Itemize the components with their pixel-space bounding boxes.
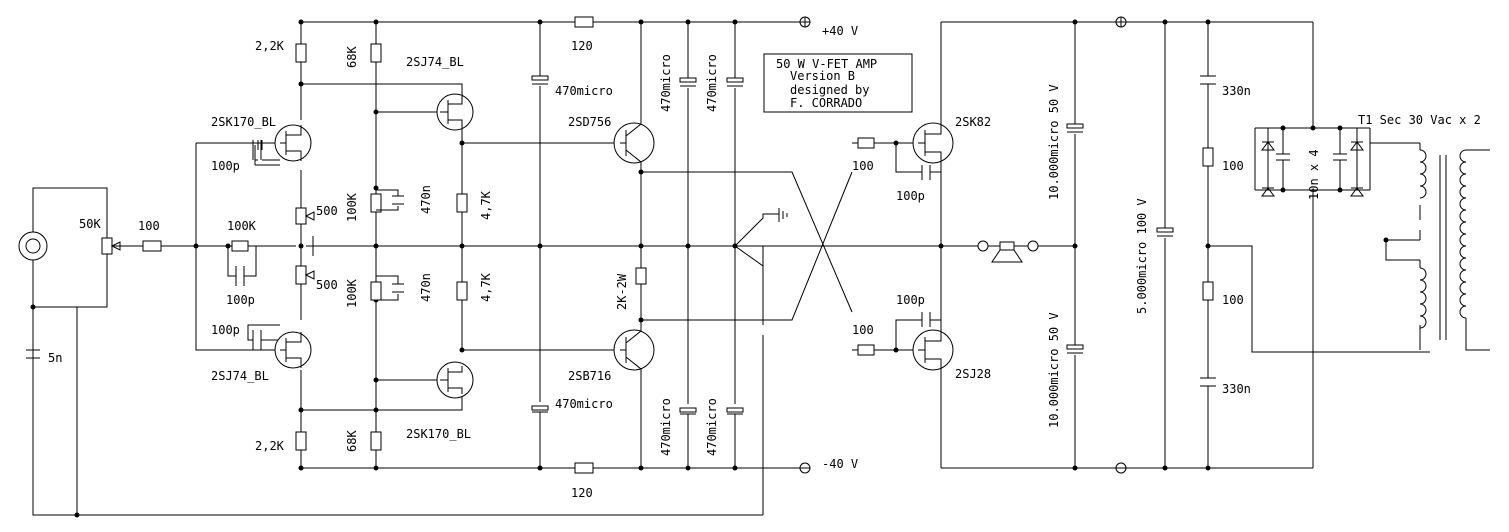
label-r-100-gate-bot: 100 [852, 323, 874, 337]
label-q-2sb716: 2SB716 [568, 369, 611, 383]
resistor-120-top [574, 16, 594, 28]
label-pot-50k: 50K [79, 217, 101, 231]
label-c-330n-top: 330n [1222, 84, 1251, 98]
label-c-10n: 10n x 4 [1307, 149, 1321, 200]
labels: 2,2K 2,2K 68K 68K 2SJ74_BL 2SK170_BL 2SJ… [48, 24, 1481, 500]
label-r-100k-bot: 100K [345, 278, 359, 308]
pot-500-top [295, 207, 307, 225]
resistor-2k2-bot [295, 431, 307, 451]
jfet-2sj74-left [274, 331, 312, 369]
label-c-470u-d: 470micro [705, 54, 719, 112]
mosfet-2sj28 [912, 329, 954, 371]
label-r-100-in: 100 [138, 219, 160, 233]
label-q-2sk170-left: 2SK170_BL [211, 115, 276, 129]
resistor-100-psu-top [1202, 147, 1214, 167]
resistor-100k-feedback [231, 240, 249, 252]
pot-50k [101, 237, 113, 255]
label-r-68k-top: 68K [345, 46, 359, 68]
resistor-68k-bot [370, 431, 382, 451]
title-line-3: designed by [790, 83, 869, 97]
label-r-100k-top: 100K [345, 192, 359, 222]
label-q-2sk82: 2SK82 [955, 115, 991, 129]
label-c-470u-a: 470micro [555, 84, 613, 98]
label-c-330n-bot: 330n [1222, 382, 1251, 396]
label-r-4k7-top: 4,7K [479, 190, 493, 220]
title-box [763, 53, 913, 113]
ground-icon [778, 208, 788, 222]
resistor-100-gate-bot [857, 344, 875, 356]
label-q-2sd756: 2SD756 [568, 115, 611, 129]
resistor-2k2-top [295, 43, 307, 63]
resistor-100-gate-top [857, 137, 875, 149]
label-r-100k: 100K [227, 219, 257, 233]
transistors [274, 93, 954, 399]
label-r-120-top: 120 [571, 39, 593, 53]
label-c-100p-out-bot: 100p [896, 293, 925, 307]
label-pot-500-top: 500 [316, 204, 338, 218]
label-c-100p-b: 100p [211, 323, 240, 337]
label-c-10000-bot: 10.000micro 50 V [1047, 312, 1061, 428]
label-q-2sj74-top: 2SJ74_BL [406, 55, 464, 69]
title-line-4: F. CORRADO [790, 96, 862, 110]
label-r-120-bot: 120 [571, 486, 593, 500]
resistor-68k-top [370, 43, 382, 63]
label-rail-neg: -40 V [822, 457, 858, 471]
label-c-100p-c: 100p [226, 293, 255, 307]
resistor-100k-top [370, 193, 382, 213]
label-c-470u-b: 470micro [555, 397, 613, 411]
speaker-icon [999, 241, 1015, 251]
bridge-diodes [1261, 128, 1364, 197]
pot-500-bot [295, 265, 307, 285]
resistor-100-input [142, 240, 162, 252]
bjt-2sb716 [613, 329, 655, 371]
label-c-5000: 5.000micro 100 V [1135, 198, 1149, 314]
label-r-4k7-bot: 4,7K [479, 272, 493, 302]
label-q-2sk170-bot: 2SK170_BL [406, 427, 471, 441]
label-c-470u-f: 470micro [705, 398, 719, 456]
label-c-470u-c: 470micro [659, 54, 673, 112]
resistor-100k-bot [370, 281, 382, 301]
label-c-470n-bot: 470n [419, 273, 433, 302]
title-line-2: Version B [790, 69, 855, 83]
label-c-5n: 5n [48, 351, 62, 365]
resistor-2k-2w [635, 267, 647, 285]
jfet-2sk170-left [274, 124, 312, 162]
resistor-100-psu-bot [1202, 281, 1214, 301]
jfet-2sk170-bot [436, 361, 474, 399]
bjt-2sd756 [613, 122, 655, 164]
junctions [30, 19, 1389, 518]
label-c-470n-top: 470n [419, 185, 433, 214]
resistor-120-bot [574, 462, 594, 474]
label-r-2k2w: 2K-2W [615, 273, 629, 310]
label-transformer: T1 Sec 30 Vac x 2 [1358, 113, 1481, 127]
title-line-1: 50 W V-FET AMP [776, 57, 877, 71]
label-r-2k2-top: 2,2K [255, 39, 285, 53]
label-c-100p-a: 100p [211, 159, 240, 173]
resistors [101, 16, 1214, 474]
resistor-4k7-bot [456, 281, 468, 301]
label-q-2sj74-left: 2SJ74_BL [211, 369, 269, 383]
label-q-2sj28: 2SJ28 [955, 367, 991, 381]
label-c-10000-top: 10.000micro 50 V [1047, 84, 1061, 200]
label-c-470u-e: 470micro [659, 398, 673, 456]
label-r-68k-bot: 68K [345, 430, 359, 452]
label-r-100-psu-top: 100 [1222, 159, 1244, 173]
label-r-2k2-bot: 2,2K [255, 439, 285, 453]
label-r-100-gate-top: 100 [852, 159, 874, 173]
jfet-2sj74-top [436, 93, 474, 131]
label-pot-500-bot: 500 [316, 278, 338, 292]
resistor-4k7-top [456, 193, 468, 213]
capacitors [26, 75, 1347, 415]
label-c-100p-out-top: 100p [896, 189, 925, 203]
mosfet-2sk82 [912, 122, 954, 164]
label-rail-pos: +40 V [822, 24, 858, 38]
misc-symbols [18, 16, 1490, 474]
wiring [32, 21, 1430, 516]
label-r-100-psu-bot: 100 [1222, 293, 1244, 307]
